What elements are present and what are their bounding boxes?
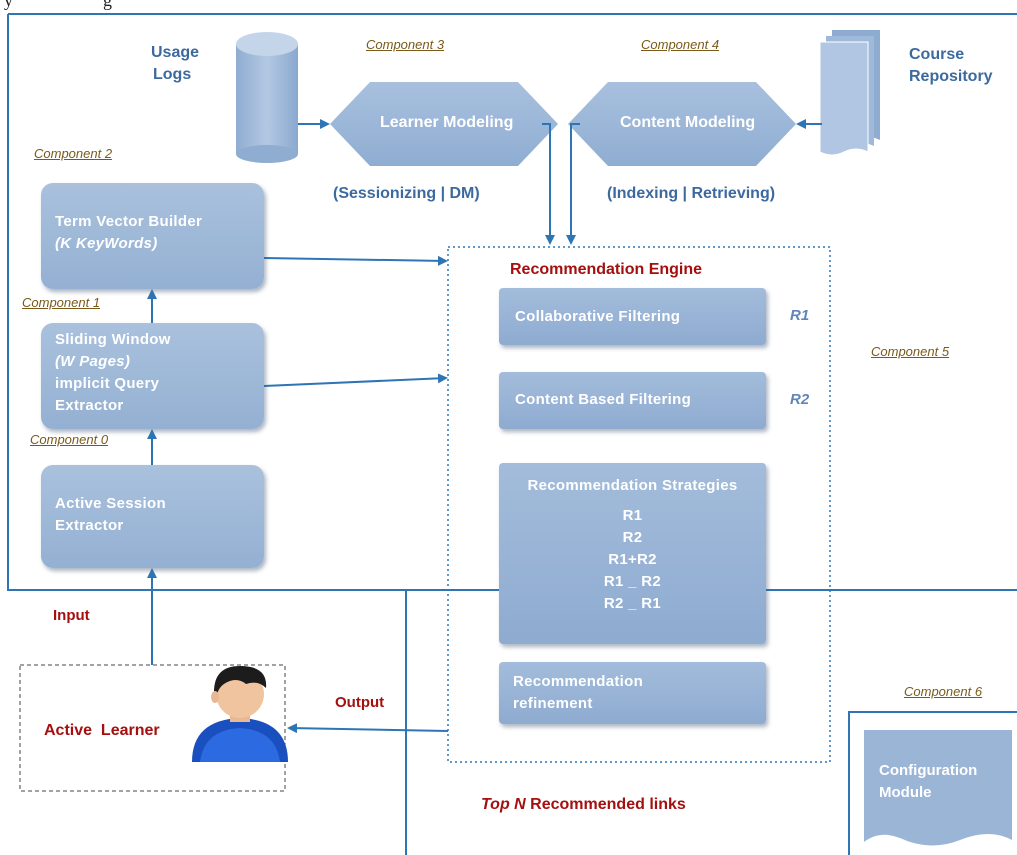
component-3-label: Component 3 [366, 37, 445, 52]
sliding-line2: (W Pages) [55, 353, 131, 370]
recommendation-refinement-box: Recommendation refinement [499, 662, 766, 724]
refinement-line2: refinement [513, 695, 593, 712]
engine-title: Recommendation Engine [510, 261, 703, 278]
usage-logs-label-line1: Usage [151, 44, 200, 61]
collaborative-r1-tag: R1 [790, 307, 810, 324]
config-frame [848, 711, 1017, 855]
component-4-label: Component 4 [641, 37, 720, 52]
learner-modeling-hexagon [330, 82, 558, 166]
arrow-learner-to-engine [542, 123, 555, 245]
top-n-suffix: Recommended links [525, 796, 686, 813]
refinement-line1: Recommendation [513, 673, 644, 690]
content-based-filtering-box: Content Based Filtering [499, 372, 766, 429]
input-label: Input [53, 607, 90, 624]
active-session-extractor-box: Active Session Extractor [41, 465, 264, 568]
content-based-r2-tag: R2 [790, 391, 810, 408]
active-learner-label: Active Learner [44, 722, 160, 739]
sliding-window-box: Sliding Window (W Pages) implicit Query … [41, 323, 264, 429]
collaborative-filtering-label: Collaborative Filtering [515, 308, 681, 325]
course-repository-docs [819, 30, 880, 156]
config-line1: Configuration [879, 762, 978, 779]
strategy-item: R2 [622, 529, 643, 546]
component-0-label: Component 0 [30, 432, 109, 447]
strategy-item: R2 _ R1 [603, 595, 662, 612]
header-cut-text: y g [4, 0, 112, 10]
config-module-shape [864, 730, 1012, 846]
configuration-module-label: Configuration Module [879, 760, 977, 804]
strategy-item: R1 _ R2 [603, 573, 662, 590]
term-vector-line1: Term Vector Builder [55, 213, 203, 230]
arrow-content-to-engine [566, 123, 580, 245]
active-session-line1: Active Session [55, 495, 166, 512]
term-vector-builder-box: Term Vector Builder (K KeyWords) [41, 183, 264, 289]
content-modeling-label: Content Modeling [620, 114, 756, 131]
usage-logs-label-line2: Logs [153, 66, 192, 83]
content-modeling-hexagon [568, 82, 796, 166]
term-vector-line2: (K KeyWords) [55, 235, 158, 252]
course-repo-label-line1: Course [909, 46, 965, 63]
strategy-item: R1+R2 [608, 551, 657, 568]
sliding-line4: Extractor [55, 397, 124, 414]
config-line2: Module [879, 784, 932, 801]
strategy-item: R1 [622, 507, 643, 524]
learner-avatar [192, 666, 288, 762]
usage-logs-cylinder [236, 32, 298, 163]
component-6-label: Component 6 [904, 684, 983, 699]
strategies-title: Recommendation Strategies [527, 477, 738, 494]
component-2-label: Component 2 [34, 146, 113, 161]
active-session-line2: Extractor [55, 517, 124, 534]
collaborative-filtering-box: Collaborative Filtering [499, 288, 766, 345]
learner-modeling-subtitle: (Sessionizing | DM) [333, 185, 480, 202]
content-based-filtering-label: Content Based Filtering [515, 391, 692, 408]
sliding-line1: Sliding Window [55, 331, 171, 348]
arrow-term-to-engine [263, 255, 448, 266]
component-5-label: Component 5 [871, 344, 950, 359]
engine-container [447, 246, 831, 763]
sliding-line3: implicit Query [55, 375, 160, 392]
arrow-sliding-to-engine [263, 373, 448, 387]
content-modeling-subtitle: (Indexing | Retrieving) [607, 185, 776, 202]
arrow-output [287, 723, 449, 734]
top-n-recommended-links: Top N Recommended links [481, 796, 686, 814]
component-1-label: Component 1 [22, 295, 101, 310]
output-label: Output [335, 694, 385, 711]
top-n-prefix: Top N [481, 796, 526, 813]
learner-modeling-label: Learner Modeling [380, 114, 514, 131]
recommendation-strategies-box: Recommendation Strategies R1 R2 R1+R2 R1… [499, 463, 766, 644]
course-repo-label-line2: Repository [909, 68, 993, 85]
